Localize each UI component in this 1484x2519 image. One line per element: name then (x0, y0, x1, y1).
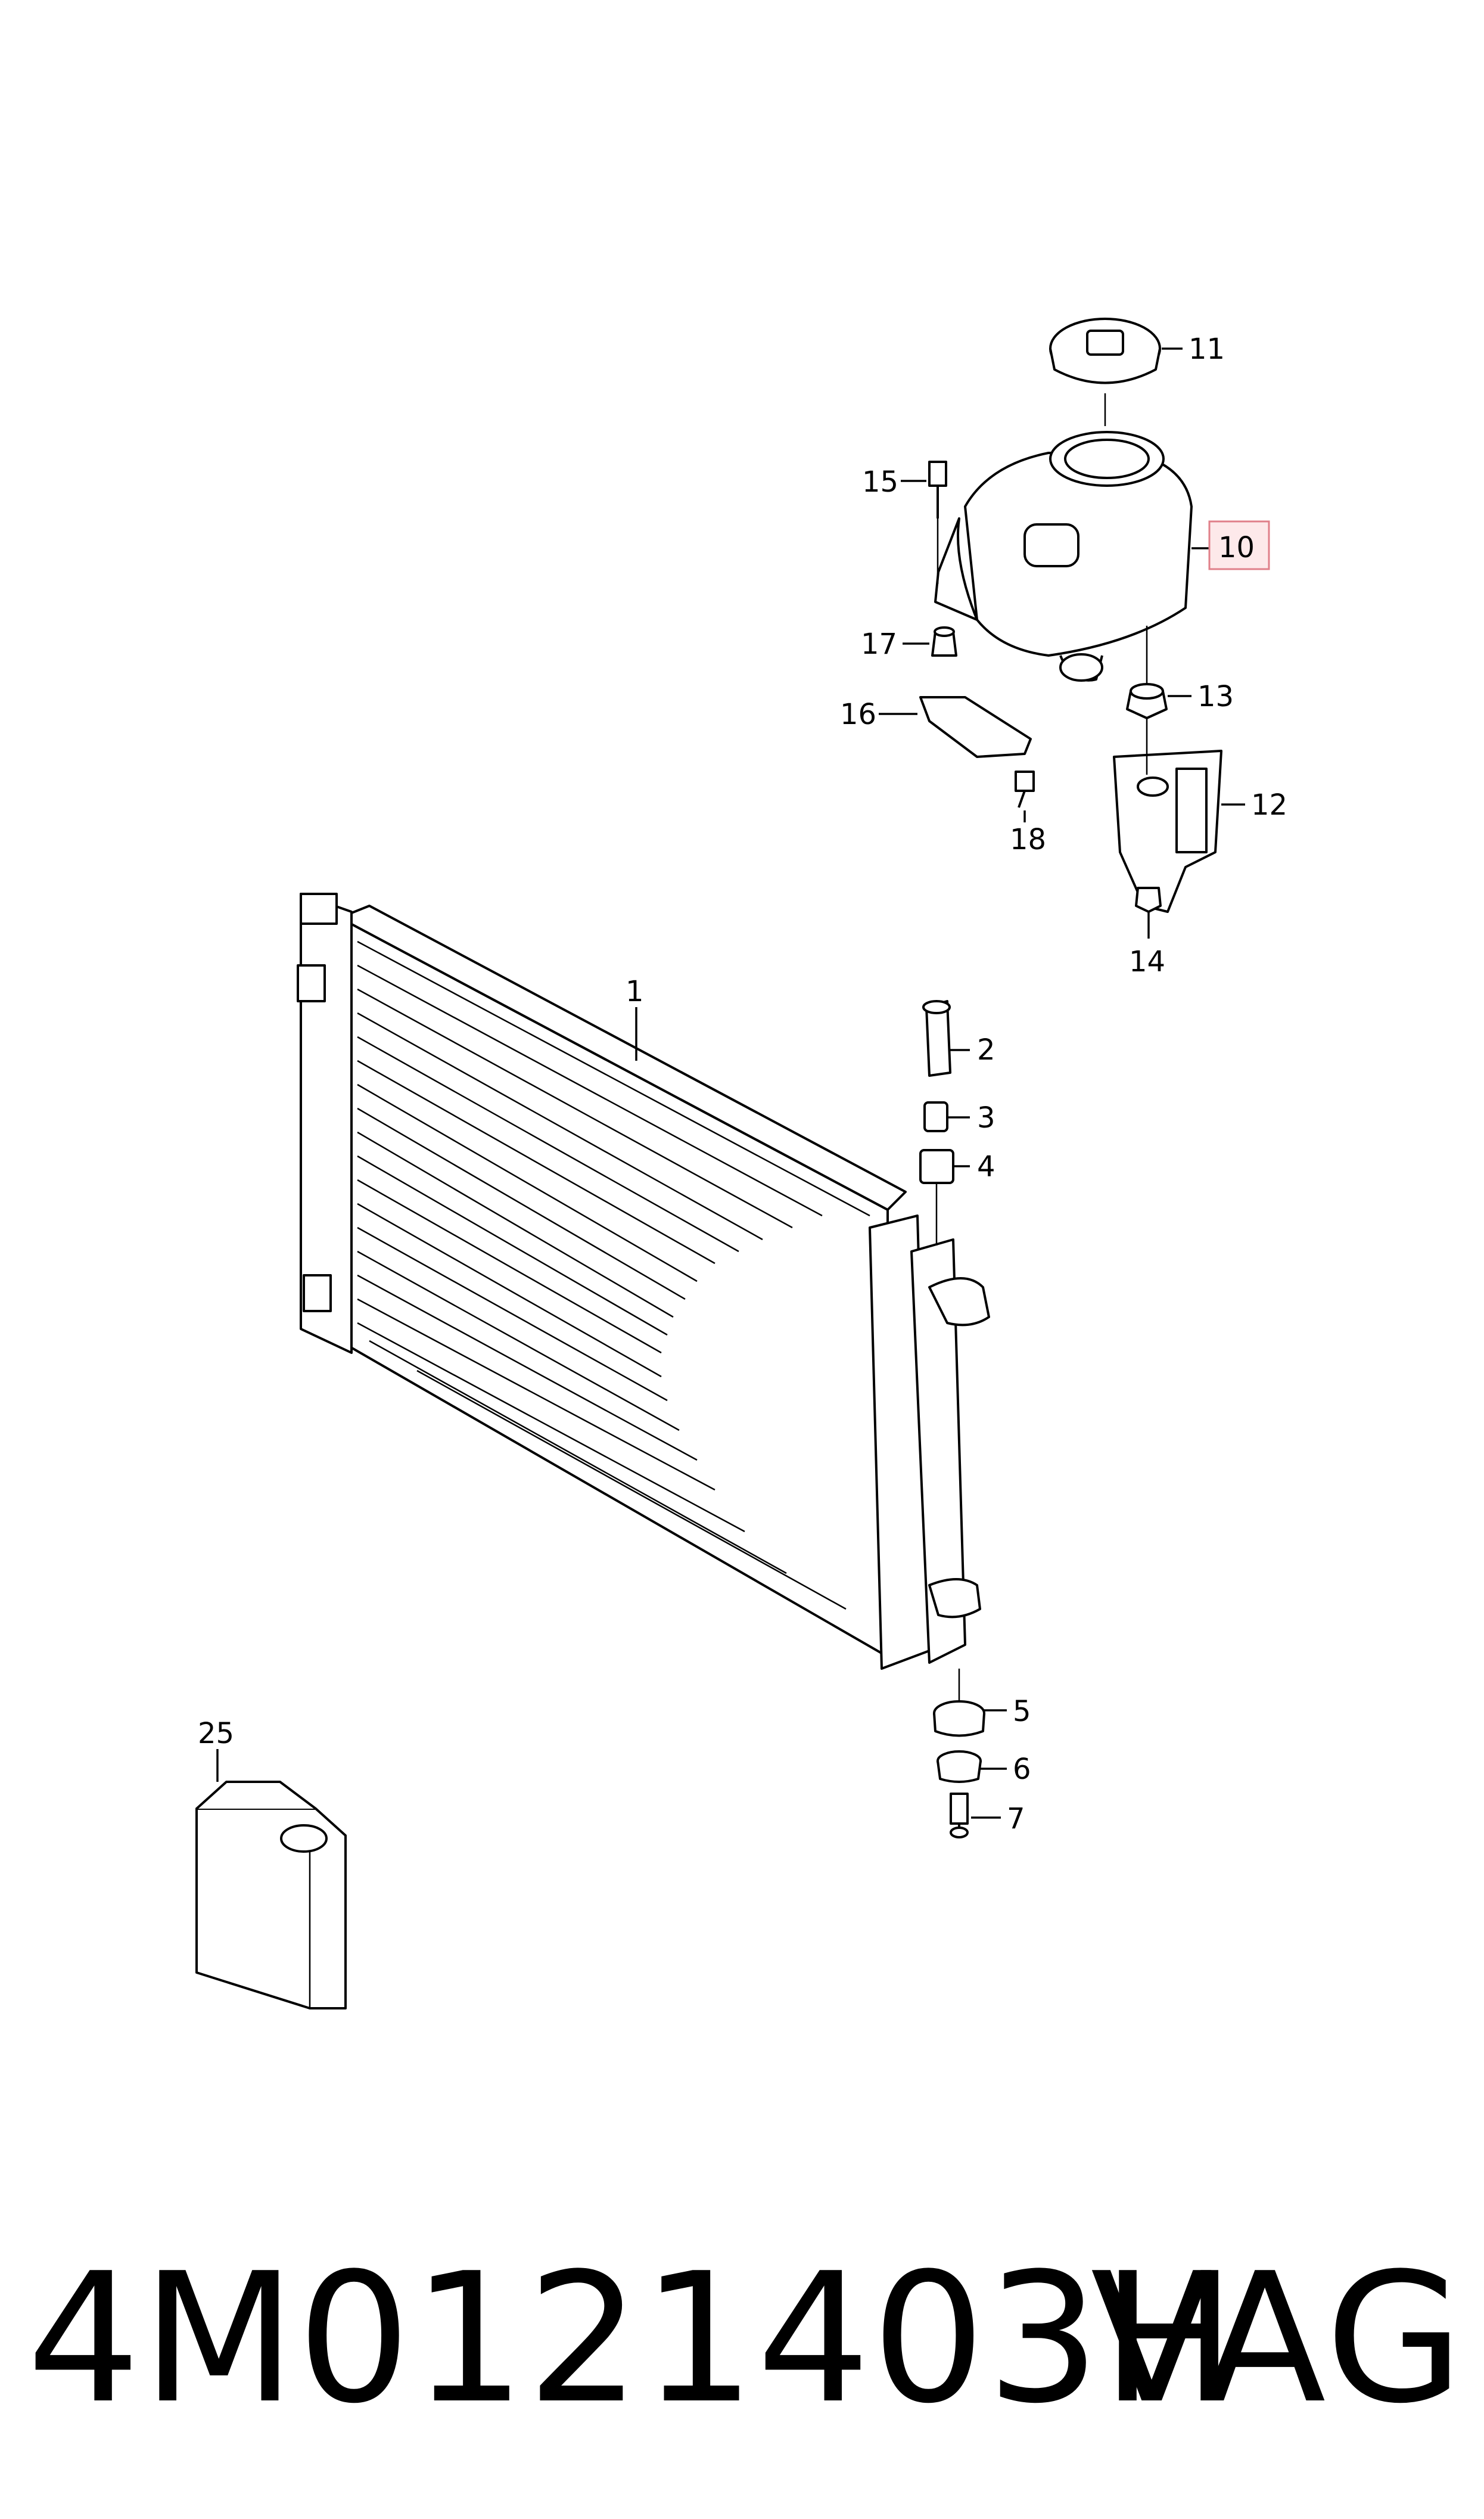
part-17-clip (903, 626, 957, 657)
callout-18: 18 (1010, 823, 1046, 856)
callout-11: 11 (1189, 333, 1225, 366)
part-14-nut (1135, 887, 1162, 939)
callout-1: 1 (626, 975, 644, 1008)
callout-25: 25 (198, 1717, 234, 1750)
part-16-bracket (879, 696, 1032, 758)
radiator (297, 893, 990, 1670)
callout-14: 14 (1129, 945, 1165, 979)
callout-2: 2 (977, 1033, 995, 1067)
filler-cap (1049, 318, 1183, 426)
callout-3: 3 (977, 1101, 995, 1135)
part-number: 4M0121403H (27, 2235, 1237, 2443)
part-6-mount-lower (937, 1750, 1007, 1783)
callout-4: 4 (977, 1150, 995, 1184)
tank-bracket (1113, 750, 1245, 913)
callout-13: 13 (1197, 680, 1234, 713)
callout-5: 5 (1013, 1695, 1031, 1728)
part-7-screw (950, 1793, 1001, 1838)
callout-6: 6 (1013, 1753, 1031, 1786)
callout-10: 10 (1218, 531, 1255, 564)
callout-7: 7 (1007, 1802, 1025, 1835)
brand-name: VAG (1090, 2235, 1466, 2443)
callout-17: 17 (861, 628, 897, 661)
expansion-tank (934, 431, 1209, 682)
part-15-bolt (901, 461, 947, 584)
part-13-nut (1126, 626, 1191, 775)
part-4-bushing (919, 1149, 970, 1245)
callout-12: 12 (1251, 788, 1287, 822)
coolant-canister (195, 1749, 347, 2009)
part-18-screw (1015, 771, 1035, 822)
callout-16: 16 (840, 698, 876, 731)
part-3-grommet (923, 1101, 970, 1132)
callout-labels: 1 2 3 4 5 6 7 10 11 12 13 14 15 16 17 18… (198, 333, 1287, 1835)
callout-15: 15 (862, 465, 898, 499)
radiator-fins (357, 940, 870, 1610)
part-2-pin (922, 1000, 970, 1077)
footer: 4M0121403H VAG (0, 2241, 1484, 2437)
part-5-mount (933, 1669, 1007, 1737)
callout-10-highlight (1208, 520, 1270, 570)
